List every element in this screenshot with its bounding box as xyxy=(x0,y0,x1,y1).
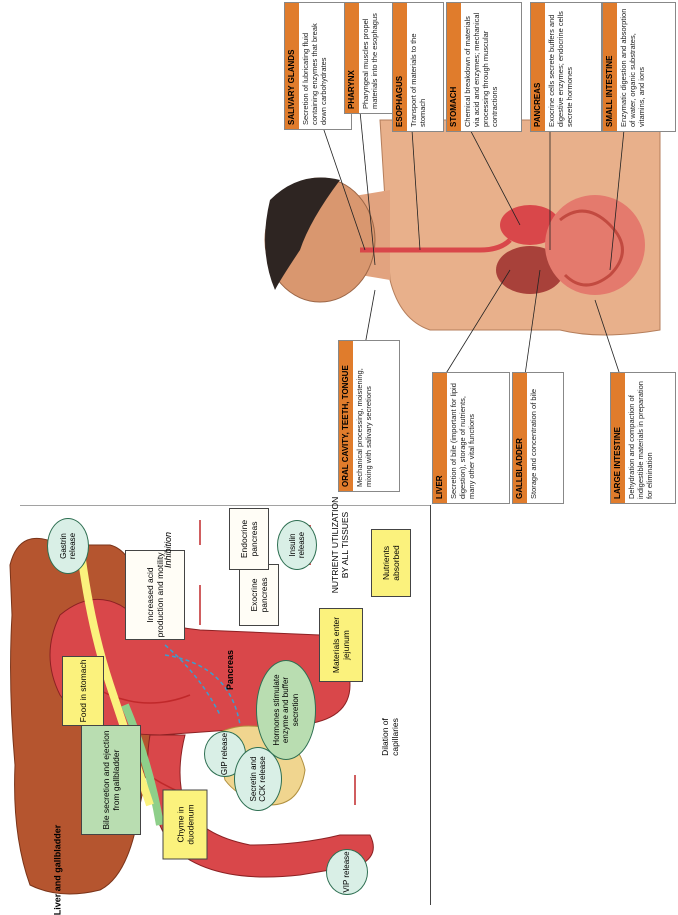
esophagus-text: Transport of materials to the stomach xyxy=(407,3,429,131)
salivary-panel: SALIVARY GLANDS Secretion of lubricating… xyxy=(284,2,350,128)
dilation-text: Dilation of capillaries xyxy=(380,718,400,756)
stomach-title: STOMACH xyxy=(447,3,461,131)
food-stomach-text: Food in stomach xyxy=(78,660,88,723)
pancreas-panel: PANCREAS Exocrine cells secrete buffers … xyxy=(530,2,600,130)
jejunum-box: Materials enter jejunum xyxy=(319,608,363,682)
gastrin-text: Gastrin release xyxy=(59,519,78,573)
chyme-box: Chyme in duodenum xyxy=(163,790,208,860)
gip-text: GIP release xyxy=(220,733,230,775)
chyme-text: Chyme in duodenum xyxy=(175,791,195,859)
pharynx-title: PHARYNX xyxy=(345,3,359,113)
esophagus-title: ESOPHAGUS xyxy=(393,3,407,131)
oral-text: Mechanical processing, moistening, mixin… xyxy=(353,341,375,491)
insulin-oval: Insulin release xyxy=(277,520,317,570)
pharynx-text: Pharyngeal muscles propel materials into… xyxy=(359,3,381,113)
pharynx-panel: PHARYNX Pharyngeal muscles propel materi… xyxy=(344,2,394,112)
hormones-oval: Hormones stimulate enzyme and buffer sec… xyxy=(256,660,316,760)
endocrine-box: Endocrine pancreas xyxy=(229,508,269,570)
pancreas-label: Pancreas xyxy=(225,650,235,690)
liver-panel: LIVER Secretion of bile (important for l… xyxy=(432,372,508,502)
vip-text: VIP release xyxy=(342,851,352,892)
gallbladder-title: GALLBLADDER xyxy=(513,373,527,503)
small-intestine-panel: SMALL INTESTINE Enzymatic digestion and … xyxy=(602,2,674,130)
salivary-text: Secretion of lubricating fluid containin… xyxy=(299,3,330,129)
acid-text: Increased acid production and motility xyxy=(145,551,165,639)
bile-secretion-text: Bile secretion and ejection from gallbla… xyxy=(101,726,121,834)
nutrients-text: Nutrients absorbed xyxy=(381,530,401,596)
large-intestine-panel: LARGE INTESTINE Dehydration and compacti… xyxy=(610,372,674,502)
lower-frame-line xyxy=(430,505,431,905)
exocrine-text: Exocrine pancreas xyxy=(249,565,269,625)
secretin-text: Secretin and CCK release xyxy=(249,748,268,810)
vip-oval: VIP release xyxy=(326,849,368,895)
pancreas-text: Exocrine cells secrete buffers and diges… xyxy=(545,3,576,131)
liver-title: LIVER xyxy=(433,373,447,503)
hormones-text: Hormones stimulate enzyme and buffer sec… xyxy=(272,661,301,759)
stomach-panel: STOMACH Chemical breakdown of materials … xyxy=(446,2,520,130)
esophagus-panel: ESOPHAGUS Transport of materials to the … xyxy=(392,2,442,130)
bile-secretion-box: Bile secretion and ejection from gallbla… xyxy=(81,725,141,835)
liver-text: Secretion of bile (important for lipid d… xyxy=(447,373,478,503)
small-intestine-title: SMALL INTESTINE xyxy=(603,3,617,131)
dilation-label: Dilation of capillaries xyxy=(380,707,400,767)
gallbladder-panel: GALLBLADDER Storage and concentration of… xyxy=(512,372,562,502)
exocrine-box: Exocrine pancreas xyxy=(239,564,279,626)
food-stomach-box: Food in stomach xyxy=(62,656,104,726)
inhibition-text: Inhibition xyxy=(163,532,173,568)
large-intestine-text: Dehydration and compaction of indigestib… xyxy=(625,373,656,503)
gallbladder-text: Storage and concentration of bile xyxy=(527,373,540,503)
gastrin-oval: Gastrin release xyxy=(47,518,89,574)
jejunum-text: Materials enter jejunum xyxy=(331,609,351,681)
oral-panel: ORAL CAVITY, TEETH, TONGUE Mechanical pr… xyxy=(338,340,398,490)
nutrients-box: Nutrients absorbed xyxy=(371,529,411,597)
insulin-text: Insulin release xyxy=(288,521,307,569)
oral-title: ORAL CAVITY, TEETH, TONGUE xyxy=(339,341,353,491)
inhibition-label: Inhibition xyxy=(163,532,173,568)
pancreas-text: Pancreas xyxy=(225,650,235,690)
small-intestine-text: Enzymatic digestion and absorption of wa… xyxy=(617,3,648,131)
pancreas-title: PANCREAS xyxy=(531,3,545,131)
salivary-title: SALIVARY GLANDS xyxy=(285,3,299,129)
large-intestine-title: LARGE INTESTINE xyxy=(611,373,625,503)
utilization-text: NUTRIENT UTILIZATION BY ALL TISSUES xyxy=(330,497,350,594)
endocrine-text: Endocrine pancreas xyxy=(239,509,259,569)
intestine-organ xyxy=(545,195,645,295)
utilization-label: NUTRIENT UTILIZATION BY ALL TISSUES xyxy=(330,495,350,595)
acid-box: Increased acid production and motility xyxy=(125,550,185,640)
liver-gallbladder-label: Liver and gallbladder xyxy=(52,825,62,915)
stomach-text: Chemical breakdown of materials via acid… xyxy=(461,3,501,131)
regulation-diagram: Liver and gallbladder Bile secretion and… xyxy=(0,505,678,912)
